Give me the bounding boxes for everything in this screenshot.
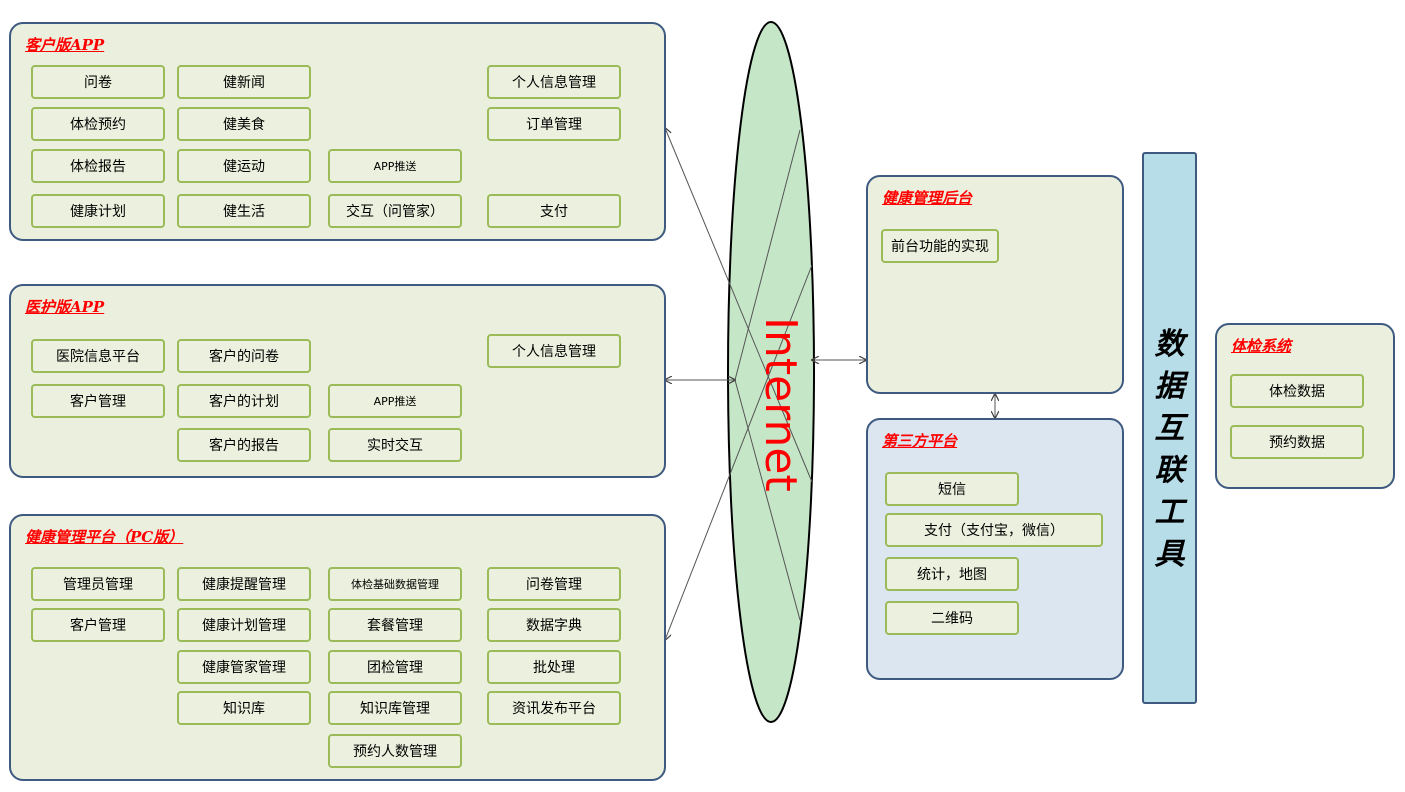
medical-app-item[interactable]: 医院信息平台: [31, 339, 165, 373]
pc-platform-item[interactable]: 知识库管理: [328, 691, 462, 725]
backend-panel: 健康管理后台 前台功能的实现: [866, 175, 1124, 394]
ellipse-inner-line-2: [734, 379, 801, 621]
medical-app-item[interactable]: 个人信息管理: [487, 334, 621, 368]
pc-platform-item[interactable]: 资讯发布平台: [487, 691, 621, 725]
link-pc-platform: [665, 264, 813, 640]
third-party-item[interactable]: 支付（支付宝，微信）: [885, 513, 1103, 547]
pc-platform-item[interactable]: 健康提醒管理: [177, 567, 311, 601]
customer-app-item[interactable]: 健新闻: [177, 65, 311, 99]
customer-app-item[interactable]: 体检预约: [31, 107, 165, 141]
customer-app-item[interactable]: 体检报告: [31, 149, 165, 183]
medical-app-item[interactable]: APP推送: [328, 384, 462, 418]
pc-platform-title: 健康管理平台（PC版）: [25, 528, 184, 546]
customer-app-item[interactable]: 健美食: [177, 107, 311, 141]
medical-app-panel: 医护版APP 医院信息平台 客户的问卷 个人信息管理 客户管理 客户的计划 AP…: [9, 284, 666, 478]
pc-platform-item[interactable]: 知识库: [177, 691, 311, 725]
bar-char: 联: [1154, 453, 1185, 488]
pc-platform-item[interactable]: 客户管理: [31, 608, 165, 642]
ellipse-inner-line-1: [734, 129, 801, 381]
customer-app-item[interactable]: 健康计划: [31, 194, 165, 228]
pc-platform-panel: 健康管理平台（PC版） 管理员管理 健康提醒管理 体检基础数据管理 问卷管理 客…: [9, 514, 666, 781]
customer-app-item[interactable]: 支付: [487, 194, 621, 228]
customer-app-item[interactable]: 健生活: [177, 194, 311, 228]
customer-app-item[interactable]: 问卷: [31, 65, 165, 99]
customer-app-panel: 客户版APP 问卷 健新闻 个人信息管理 体检预约 健美食 订单管理 体检报告 …: [9, 22, 666, 241]
customer-app-title: 客户版APP: [25, 36, 105, 54]
internet-ellipse: [727, 21, 815, 723]
customer-app-item[interactable]: 交互（问管家）: [328, 194, 462, 228]
data-interconnect-tool-label: 数 据 互 联 工 具: [1144, 324, 1195, 576]
pc-platform-item[interactable]: 健康计划管理: [177, 608, 311, 642]
bar-char: 具: [1154, 537, 1185, 572]
pc-platform-item[interactable]: 问卷管理: [487, 567, 621, 601]
exam-system-item[interactable]: 体检数据: [1230, 374, 1364, 408]
customer-app-item[interactable]: 订单管理: [487, 107, 621, 141]
backend-item[interactable]: 前台功能的实现: [881, 229, 999, 263]
medical-app-title: 医护版APP: [25, 298, 105, 316]
bar-char: 工: [1154, 495, 1185, 530]
pc-platform-item[interactable]: 管理员管理: [31, 567, 165, 601]
pc-platform-item[interactable]: 批处理: [487, 650, 621, 684]
bar-char: 互: [1154, 411, 1185, 446]
pc-platform-item[interactable]: 套餐管理: [328, 608, 462, 642]
third-party-item[interactable]: 统计，地图: [885, 557, 1019, 591]
third-party-item[interactable]: 短信: [885, 472, 1019, 506]
pc-platform-item[interactable]: 体检基础数据管理: [328, 567, 462, 601]
exam-system-panel: 体检系统 体检数据 预约数据: [1215, 323, 1395, 489]
pc-platform-item[interactable]: 团检管理: [328, 650, 462, 684]
exam-system-item[interactable]: 预约数据: [1230, 425, 1364, 459]
bar-char: 数: [1154, 327, 1185, 362]
medical-app-item[interactable]: 客户的问卷: [177, 339, 311, 373]
customer-app-item[interactable]: 个人信息管理: [487, 65, 621, 99]
pc-platform-item[interactable]: 预约人数管理: [328, 734, 462, 768]
backend-title: 健康管理后台: [882, 189, 973, 207]
pc-platform-item[interactable]: 数据字典: [487, 608, 621, 642]
third-party-item[interactable]: 二维码: [885, 601, 1019, 635]
medical-app-item[interactable]: 客户的计划: [177, 384, 311, 418]
medical-app-item[interactable]: 实时交互: [328, 428, 462, 462]
bar-char: 据: [1154, 369, 1185, 404]
link-customer-app: [665, 128, 813, 483]
exam-system-title: 体检系统: [1231, 337, 1292, 355]
medical-app-item[interactable]: 客户管理: [31, 384, 165, 418]
customer-app-item[interactable]: APP推送: [328, 149, 462, 183]
third-party-panel: 第三方平台 短信 支付（支付宝，微信） 统计，地图 二维码: [866, 418, 1124, 680]
medical-app-item[interactable]: 客户的报告: [177, 428, 311, 462]
internet-label: Internet: [755, 317, 806, 492]
customer-app-item[interactable]: 健运动: [177, 149, 311, 183]
data-interconnect-tool-bar: 数 据 互 联 工 具: [1142, 152, 1197, 704]
pc-platform-item[interactable]: 健康管家管理: [177, 650, 311, 684]
third-party-title: 第三方平台: [882, 432, 958, 450]
